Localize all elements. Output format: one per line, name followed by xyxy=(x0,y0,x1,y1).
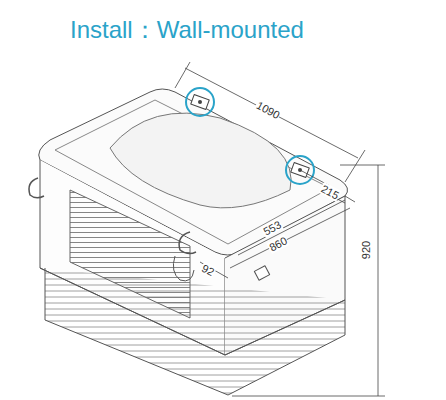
title: Install：Wall-mounted xyxy=(70,14,304,46)
dimension-label: 920 xyxy=(360,240,372,260)
dimension-label: 1090 xyxy=(253,98,282,121)
